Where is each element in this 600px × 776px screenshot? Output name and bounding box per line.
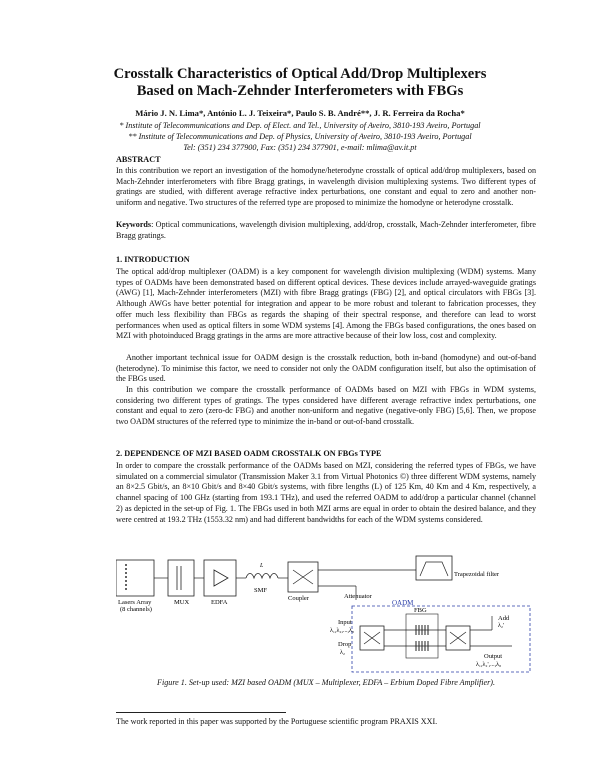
smf-length-label: L <box>259 563 264 569</box>
abstract-heading: ABSTRACT <box>116 155 161 164</box>
lasers-label-2: (8 channels) <box>120 606 152 613</box>
section-2-paragraph-1: In order to compare the crosstalk perfor… <box>116 461 536 524</box>
edfa-label: EDFA <box>211 599 228 606</box>
amplifier-symbol <box>213 569 229 587</box>
section-1-heading: 1. INTRODUCTION <box>116 255 190 264</box>
title-line-2: Based on Mach-Zehnder Interferometers wi… <box>136 83 464 99</box>
smf-coil <box>245 573 279 580</box>
fbg-grating-lower <box>415 641 429 651</box>
section-2-heading: 2. DEPENDENCE OF MZI BASED OADM CROSSTAL… <box>116 449 382 458</box>
fbg-grating-upper <box>415 625 429 635</box>
output-label: Output <box>484 653 502 660</box>
paper-title: Crosstalk Characteristics of Optical Add… <box>90 66 510 100</box>
footnote: The work reported in this paper was supp… <box>116 717 438 726</box>
input-label: Input <box>338 619 352 626</box>
abstract-text: In this contribution we report an invest… <box>116 166 536 208</box>
author-list: Mário J. N. Lima*, António L. J. Teixeir… <box>135 108 465 118</box>
section-1-paragraph-3: In this contribution we compare the cros… <box>116 385 536 427</box>
affiliation-1: * Institute of Telecommunications and De… <box>119 121 481 130</box>
add-lambda: λ₂' <box>498 623 504 629</box>
lasers-array-box <box>116 559 155 597</box>
coupler-label: Coupler <box>288 595 310 602</box>
input-coupler-box <box>359 625 385 651</box>
contact-info: Tel: (351) 234 377900, Fax: (351) 234 37… <box>183 143 417 152</box>
keywords: Keywords: Optical communications, wavele… <box>116 220 536 241</box>
coupler-box <box>287 561 319 593</box>
attenuator-label: Attenuator <box>344 593 373 600</box>
smf-label: SMF <box>254 587 267 594</box>
trapezoidal-filter-label: Trapezoidal filter <box>454 571 500 578</box>
footnote-rule <box>116 712 286 713</box>
input-lambdas: λ₁,λ₂,...,λ₈ <box>330 628 354 634</box>
fbg-box <box>405 613 439 659</box>
add-label: Add <box>498 615 510 622</box>
output-lambdas: λ₁,λ₂',...,λ₈ <box>476 662 501 668</box>
drop-lambda: λ₂ <box>340 650 345 656</box>
trapezoidal-filter-box <box>415 555 453 581</box>
oadm-label: OADM <box>392 599 414 607</box>
fbg-label: FBG <box>414 607 427 614</box>
lasers-label-1: Lasers Array <box>118 599 152 606</box>
keywords-text: : Optical communications, wavelength div… <box>116 220 536 240</box>
output-coupler-box <box>445 625 471 651</box>
edfa-box <box>203 559 237 597</box>
section-1-paragraph-1: The optical add/drop multiplexer (OADM) … <box>116 267 536 341</box>
mux-label: MUX <box>174 599 189 606</box>
keywords-label: Keywords <box>116 220 152 229</box>
title-line-1: Crosstalk Characteristics of Optical Add… <box>113 66 487 82</box>
affiliation-2: ** Institute of Telecommunications and D… <box>128 132 472 141</box>
figure-caption: Figure 1. Set-up used: MZI based OADM (M… <box>157 678 495 687</box>
setup-diagram: Lasers Array (8 channels) MUX EDFA L SMF… <box>116 555 531 673</box>
oadm-box <box>351 605 531 673</box>
section-1-paragraph-2: Another important technical issue for OA… <box>116 353 536 384</box>
drop-label: Drop <box>338 641 351 648</box>
